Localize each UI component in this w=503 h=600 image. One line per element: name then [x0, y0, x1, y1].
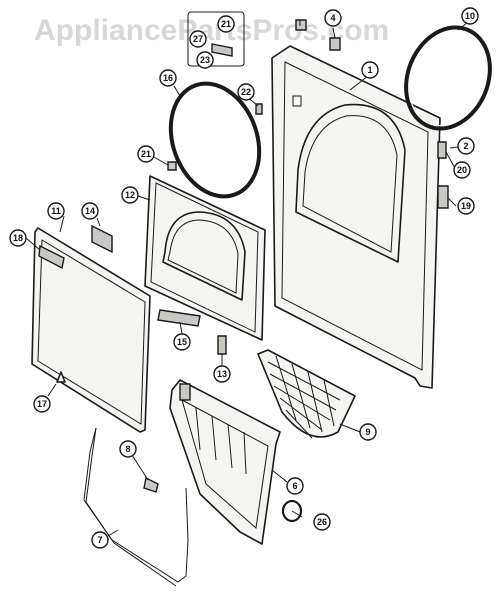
callout-11: 11 — [47, 202, 65, 220]
svg-text:11: 11 — [51, 206, 61, 216]
callout-9: 9 — [359, 423, 377, 441]
part-clip — [143, 476, 159, 493]
part-hinge-bracket — [437, 141, 447, 159]
part-wire-harness — [83, 427, 189, 583]
part-hinge-bracket-lower — [437, 185, 449, 209]
svg-text:16: 16 — [163, 73, 173, 83]
callout-26: 26 — [313, 513, 331, 531]
svg-text:19: 19 — [461, 201, 471, 211]
part-screw-cap — [255, 103, 263, 115]
callout-14: 14 — [81, 202, 99, 220]
svg-text:18: 18 — [13, 233, 23, 243]
callout-15: 15 — [173, 333, 191, 351]
callout-1: 1 — [361, 61, 379, 79]
callout-17: 17 — [33, 395, 51, 413]
part-strike-strip — [157, 309, 201, 327]
callout-10: 10 — [461, 7, 479, 25]
callout-12: 12 — [121, 186, 139, 204]
svg-text:2: 2 — [463, 141, 468, 151]
part-hinge-clip — [167, 161, 177, 171]
svg-text:15: 15 — [177, 337, 187, 347]
svg-text:10: 10 — [465, 11, 475, 21]
part-foot — [56, 371, 66, 383]
part-bracket — [329, 37, 341, 51]
svg-text:13: 13 — [217, 369, 227, 379]
callout-27: 27 — [189, 30, 207, 48]
callout-21-inset: 21 — [217, 15, 235, 33]
callout-22: 22 — [237, 83, 255, 101]
svg-text:1: 1 — [367, 65, 372, 75]
callout-13: 13 — [213, 365, 231, 383]
part-inner-door-frame — [144, 175, 266, 341]
part-inset-strip — [211, 43, 233, 57]
part-lint-duct — [169, 379, 281, 545]
callout-4: 4 — [324, 9, 342, 27]
svg-text:12: 12 — [125, 190, 135, 200]
svg-text:21: 21 — [221, 19, 231, 29]
inset-box — [187, 11, 245, 67]
part-hinge-pin — [217, 335, 227, 355]
part-screw — [295, 19, 307, 31]
callout-7: 7 — [91, 531, 109, 549]
callout-19: 19 — [457, 197, 475, 215]
part-front-panel — [271, 45, 441, 389]
svg-text:27: 27 — [193, 34, 203, 44]
svg-text:14: 14 — [85, 206, 95, 216]
svg-text:8: 8 — [125, 444, 130, 454]
svg-text:23: 23 — [200, 55, 210, 65]
part-door-ring-gasket — [168, 81, 262, 199]
svg-text:22: 22 — [241, 87, 251, 97]
callout-2: 2 — [457, 137, 475, 155]
callout-18: 18 — [9, 229, 27, 247]
svg-text:20: 20 — [457, 165, 467, 175]
callout-16: 16 — [159, 69, 177, 87]
svg-text:9: 9 — [365, 427, 370, 437]
svg-text:21: 21 — [141, 149, 151, 159]
part-door-seal-gasket — [404, 25, 492, 131]
part-o-ring — [281, 499, 303, 523]
svg-text:26: 26 — [317, 517, 327, 527]
svg-text:6: 6 — [292, 481, 297, 491]
callout-20: 20 — [453, 161, 471, 179]
svg-text:17: 17 — [37, 399, 47, 409]
svg-text:4: 4 — [330, 13, 335, 23]
part-lint-screen — [257, 349, 356, 439]
callout-23: 23 — [196, 51, 214, 69]
callout-21: 21 — [137, 145, 155, 163]
callout-6: 6 — [286, 477, 304, 495]
part-pad — [91, 224, 113, 254]
callout-8: 8 — [119, 440, 137, 458]
svg-text:7: 7 — [97, 535, 102, 545]
